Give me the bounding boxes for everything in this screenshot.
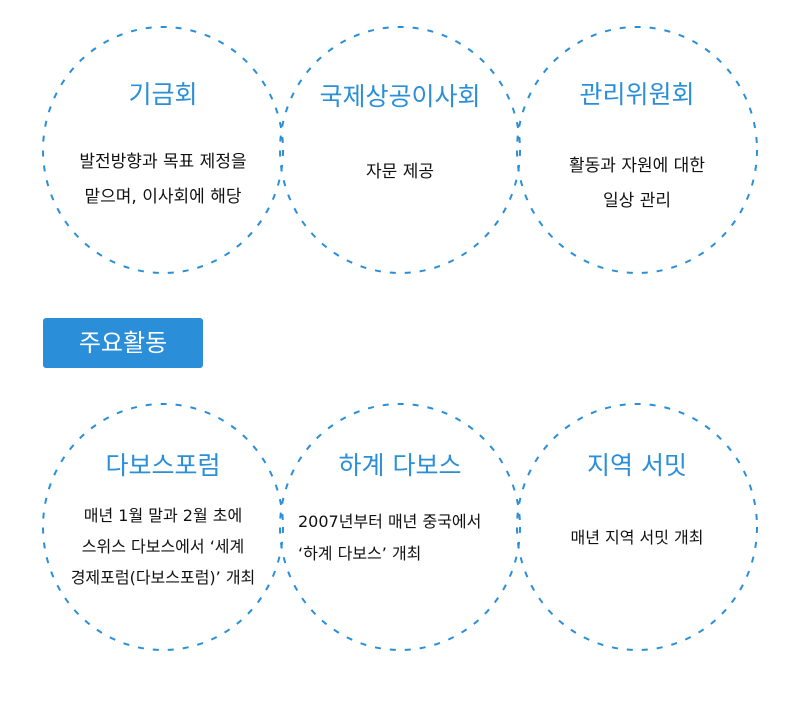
circle-description: 활동과 자원에 대한 일상 관리 — [531, 149, 743, 219]
circle-outline — [516, 403, 758, 651]
circle-title: 국제상공이사회 — [319, 82, 481, 111]
desc-line: 자문 제공 — [366, 162, 434, 182]
desc-line: 매년 1월 말과 2월 초에 — [83, 506, 243, 525]
main-activities-button[interactable]: 주요활동 — [43, 318, 203, 368]
org-circle-management: 관리위원회 활동과 자원에 대한 일상 관리 — [517, 27, 757, 273]
circle-description: 매년 지역 서밋 개최 — [531, 520, 743, 555]
desc-line: 매년 지역 서밋 개최 — [570, 528, 704, 547]
circle-outline — [516, 26, 758, 274]
desc-line: 발전방향과 목표 제정을 — [79, 152, 247, 172]
circle-outline — [279, 403, 521, 651]
circle-description: 매년 1월 말과 2월 초에 스위스 다보스에서 ‘세계 경제포럼(다보스포럼)… — [49, 500, 277, 593]
desc-line: 맡으며, 이사회에 해당 — [84, 187, 242, 207]
circle-description: 발전방향과 목표 제정을 맡으며, 이사회에 해당 — [57, 145, 269, 215]
circle-title: 하계 다보스 — [338, 451, 462, 480]
activity-circle-davos: 다보스포럼 매년 1월 말과 2월 초에 스위스 다보스에서 ‘세계 경제포럼(… — [43, 404, 283, 650]
circle-outline — [42, 26, 284, 274]
circle-title: 다보스포럼 — [105, 451, 221, 480]
activity-circle-regional-summit: 지역 서밋 매년 지역 서밋 개최 — [517, 404, 757, 650]
circle-outline — [279, 26, 521, 274]
org-circle-council: 국제상공이사회 자문 제공 — [280, 27, 520, 273]
org-circle-foundation: 기금회 발전방향과 목표 제정을 맡으며, 이사회에 해당 — [43, 27, 283, 273]
circle-outline — [42, 403, 284, 651]
desc-line: 경제포럼(다보스포럼)’ 개최 — [70, 568, 256, 587]
circle-description: 자문 제공 — [294, 155, 506, 190]
desc-line: ‘하계 다보스’ 개최 — [298, 544, 422, 563]
desc-line: 활동과 자원에 대한 — [569, 156, 705, 176]
circle-title: 기금회 — [128, 80, 198, 109]
circle-title: 관리위원회 — [579, 80, 695, 109]
activity-circle-summer-davos: 하계 다보스 2007년부터 매년 중국에서 ‘하계 다보스’ 개최 — [280, 404, 520, 650]
desc-line: 2007년부터 매년 중국에서 — [298, 512, 482, 531]
desc-line: 일상 관리 — [603, 191, 671, 211]
circle-title: 지역 서밋 — [587, 451, 687, 480]
desc-line: 스위스 다보스에서 ‘세계 — [81, 537, 245, 556]
circle-description: 2007년부터 매년 중국에서 ‘하계 다보스’ 개최 — [284, 506, 516, 570]
